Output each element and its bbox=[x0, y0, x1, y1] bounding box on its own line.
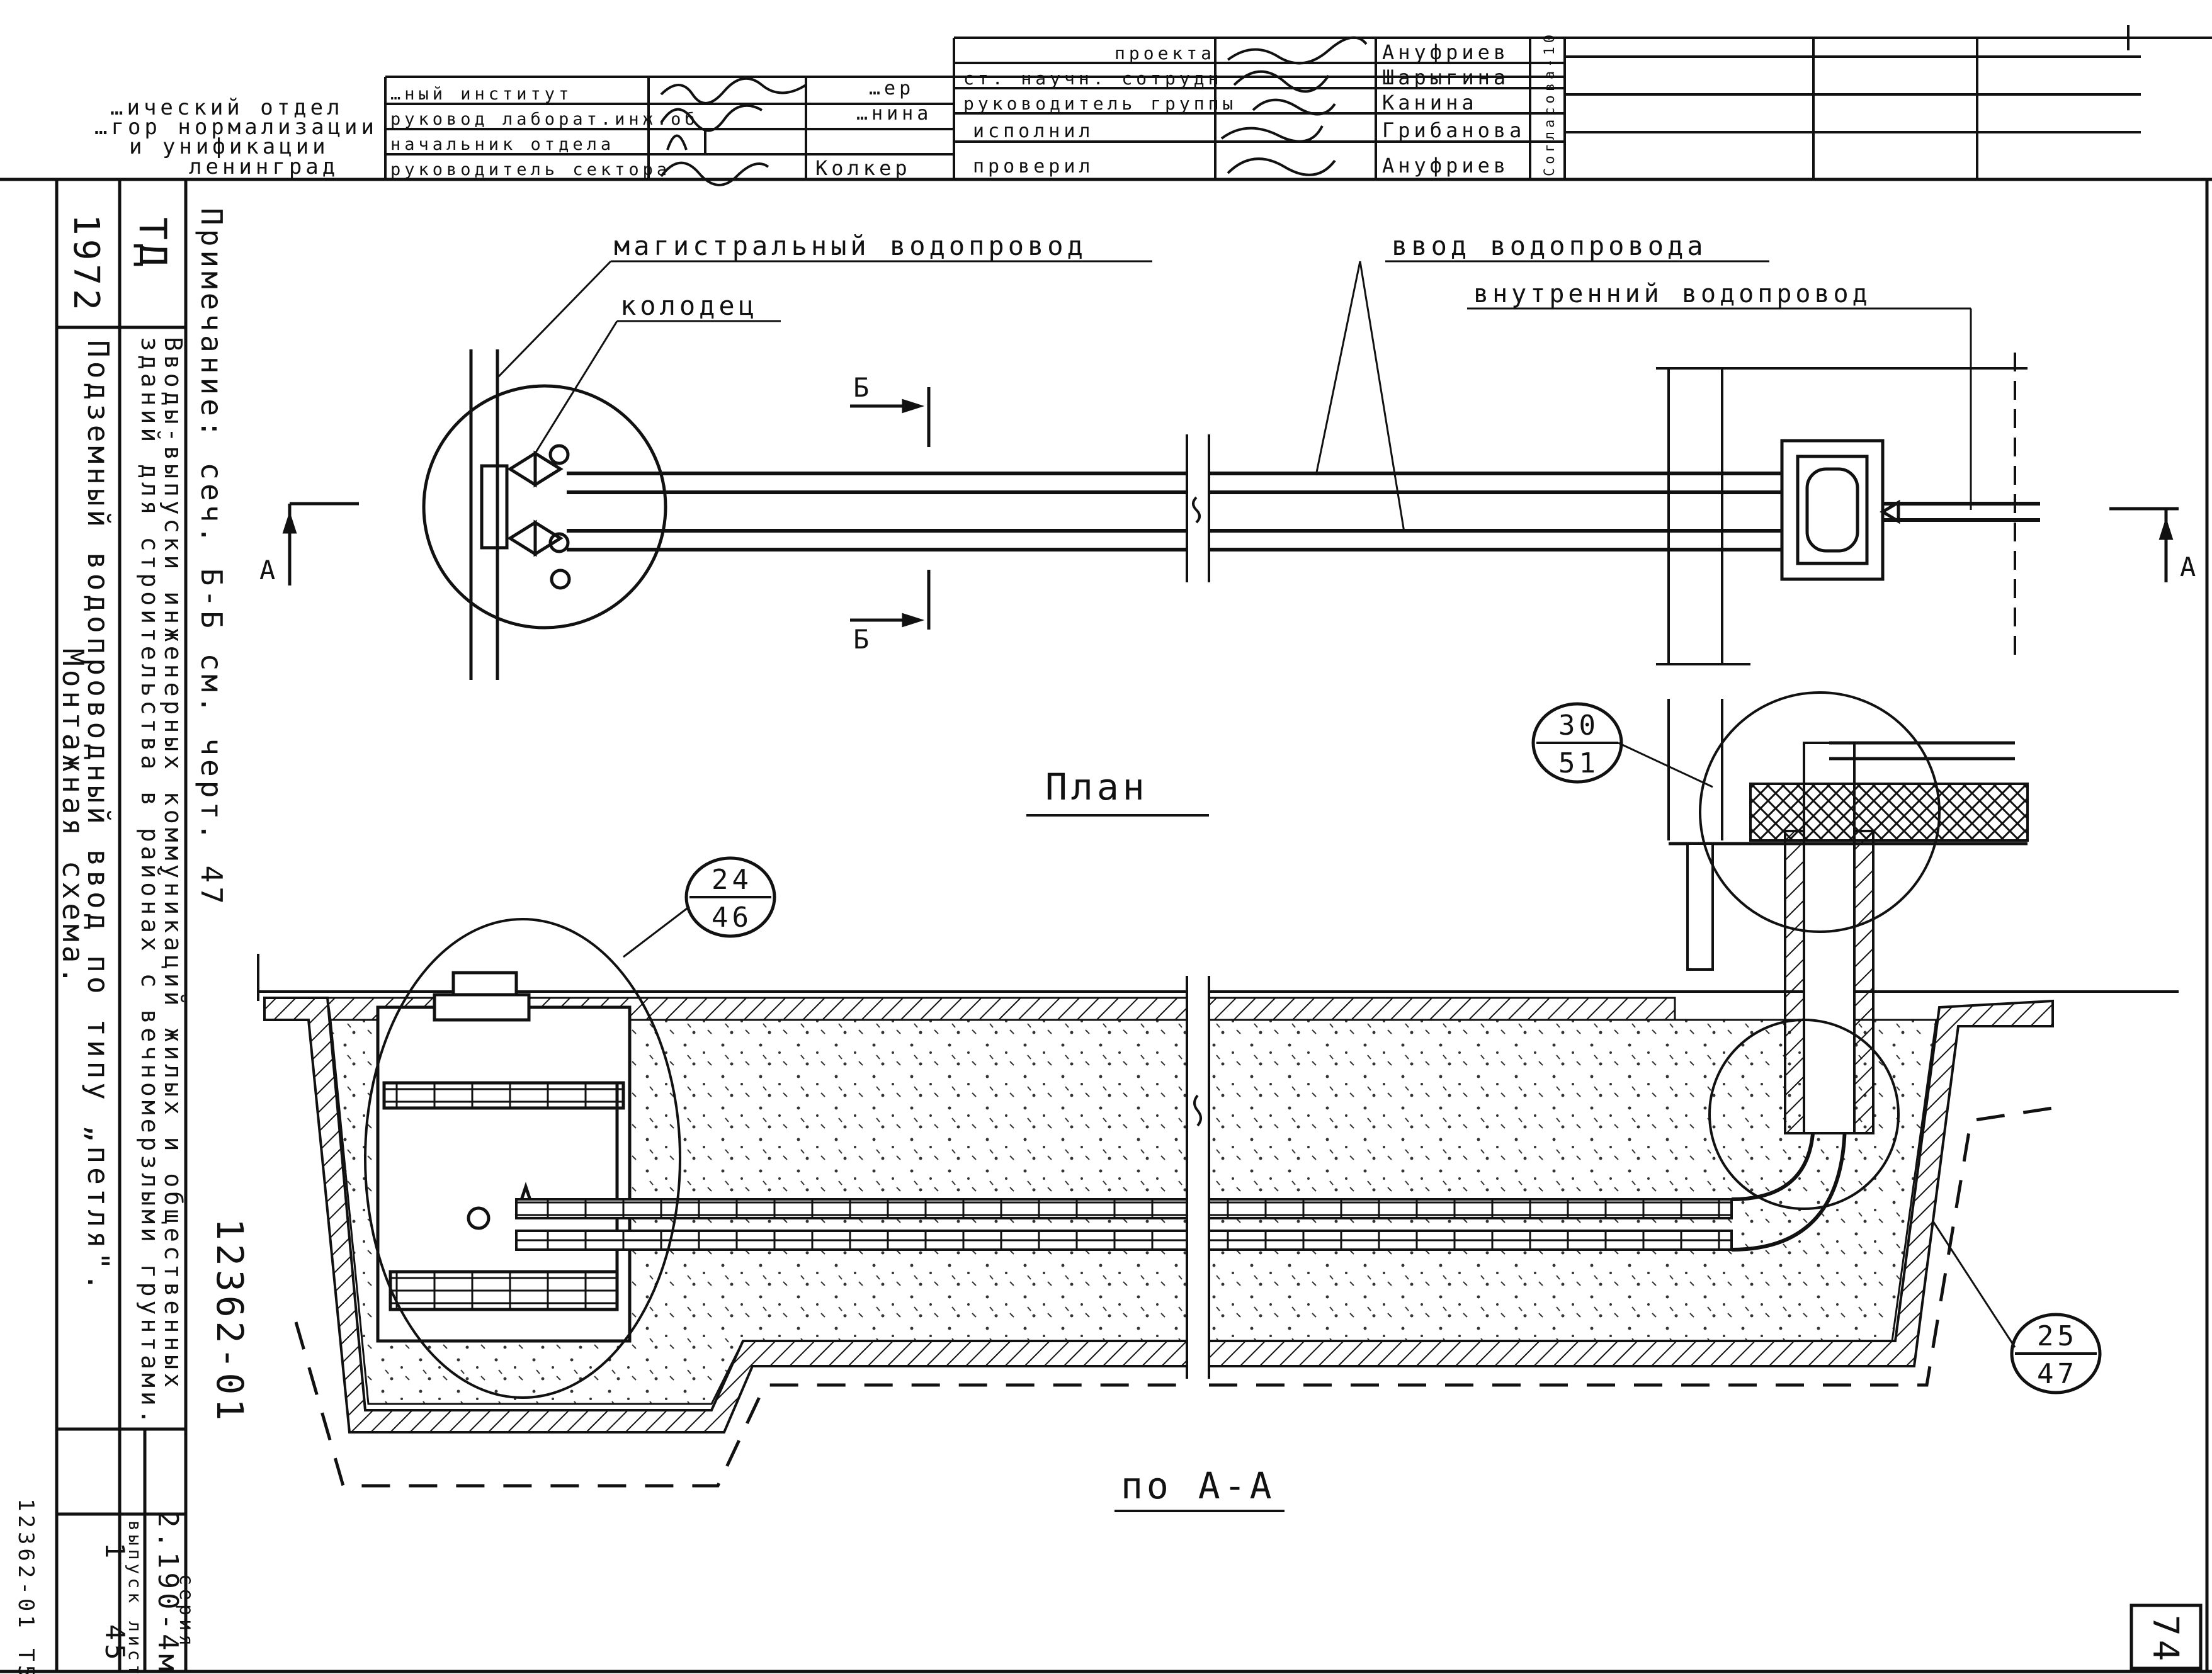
label-well: колодец bbox=[620, 290, 758, 321]
callout-25-47-den: 47 bbox=[2037, 1358, 2078, 1390]
plan-view: А А Б Б bbox=[259, 230, 2199, 817]
agreed-label: Согласова-10 bbox=[1542, 31, 1558, 176]
series-label: серия bbox=[175, 1574, 197, 1649]
callout-30-51: 30 51 bbox=[1531, 702, 1713, 788]
well-section bbox=[376, 971, 632, 1343]
page-number-box: 74 bbox=[2130, 1603, 2203, 1670]
inlet-pipes-plan bbox=[567, 472, 2040, 551]
trench-insulation-right bbox=[1208, 999, 2054, 1367]
well-circle bbox=[422, 384, 667, 630]
section-a-left bbox=[282, 502, 359, 585]
building-slab bbox=[1667, 699, 2029, 971]
issue-value: 1 bbox=[99, 1542, 130, 1562]
issue-label: выпуск bbox=[125, 1520, 145, 1607]
role-lab-head: руковод лаборат.инж.об bbox=[390, 110, 699, 129]
callout-30-51-den: 51 bbox=[1558, 747, 1599, 779]
org-line-2: …гор нормализации bbox=[94, 115, 378, 140]
callout-24-46-den: 46 bbox=[712, 902, 752, 934]
title-line-1: Вводы-выпуски инженерных коммуникаций жи… bbox=[159, 337, 187, 1391]
role-researcher: ст. научн. сотрудн bbox=[963, 68, 1222, 89]
section-b-label-bottom: Б bbox=[853, 624, 873, 655]
section-a-label-right: А bbox=[2180, 551, 2199, 582]
building-walls-plan bbox=[1656, 353, 2028, 665]
name-sharygina: Шарыгина bbox=[1382, 65, 1509, 89]
section-b-label-top: Б bbox=[853, 372, 873, 403]
section-a-right bbox=[2109, 507, 2179, 582]
name-kanina: Канина bbox=[1382, 91, 1478, 115]
section-title: по А-А bbox=[1121, 1464, 1276, 1507]
role-dept-head: начальник отдела bbox=[390, 135, 615, 154]
note: Примечание: сеч. Б-Б см. черт. 47 bbox=[195, 208, 229, 908]
org-line-3: и унификации bbox=[129, 134, 329, 159]
section-a-label-left: А bbox=[259, 555, 279, 585]
signatures bbox=[660, 36, 1368, 186]
plan-title: План bbox=[1045, 766, 1149, 808]
break-lines-plan bbox=[1186, 434, 1210, 582]
name-anufriev-1: Ануфриев bbox=[1382, 40, 1509, 64]
edge-code: 12362-01 Т5 bbox=[13, 1498, 38, 1674]
left-title-strip: 1972 ТД Вводы-выпуски инженерных коммуни… bbox=[13, 179, 197, 1674]
role-project: проекта bbox=[1115, 43, 1215, 64]
ground-surface-hatch-right bbox=[1208, 997, 1676, 1021]
td-label: ТД bbox=[130, 217, 174, 270]
inlet-chamber bbox=[1780, 439, 1900, 581]
role-group-head: руководитель группы bbox=[963, 93, 1237, 114]
subtitle-line-2: Монтажная схема. bbox=[56, 648, 90, 988]
name-gribanova: Грибанова bbox=[1382, 118, 1525, 142]
left-name-4: Колкер bbox=[815, 156, 911, 180]
role-institute: …ный институт bbox=[390, 84, 572, 104]
label-internal-pipe: внутренний водопровод bbox=[1473, 280, 1871, 308]
role-executed: исполнил bbox=[973, 120, 1094, 142]
page-number: 74 bbox=[2145, 1615, 2186, 1665]
name-anufriev-2: Ануфриев bbox=[1382, 154, 1509, 178]
label-water-inlet: ввод водопровода bbox=[1392, 230, 1707, 261]
role-checked: проверил bbox=[973, 156, 1094, 178]
series-value: 2.190-4м bbox=[152, 1511, 184, 1674]
section-b-bottom bbox=[850, 570, 931, 630]
org-line-1: …ический отдел bbox=[110, 95, 344, 120]
sheet-value: 45 bbox=[99, 1624, 130, 1664]
callout-24-46-num: 24 bbox=[712, 864, 752, 896]
title-block: …ический отдел …гор нормализации и унифи… bbox=[94, 25, 2212, 186]
left-name-2: …нина bbox=[856, 103, 932, 125]
callout-24-46: 24 46 bbox=[623, 856, 776, 958]
main-pipe bbox=[469, 349, 499, 680]
section-b-top bbox=[850, 387, 931, 447]
section-view: 30 51 24 46 25 47 по А-А bbox=[257, 691, 2179, 1512]
sheet-frame bbox=[0, 178, 2212, 1673]
callout-25-47: 25 47 bbox=[1932, 1221, 2102, 1394]
callout-30-51-num: 30 bbox=[1558, 710, 1599, 742]
callout-25-47-num: 25 bbox=[2037, 1320, 2078, 1352]
label-main-pipe: магистральный водопровод bbox=[614, 230, 1087, 261]
break-lines-section bbox=[1186, 976, 1210, 1379]
org-line-4: ленинград bbox=[189, 154, 339, 179]
title-line-2: зданий для строительства в районах с веч… bbox=[136, 337, 164, 1428]
sheet-label: лист bbox=[125, 1621, 145, 1674]
subtitle-line-1: Подземный водопроводный ввод по типу „пе… bbox=[81, 340, 115, 1294]
plan-leaders bbox=[496, 260, 1972, 533]
left-name-1: …ер bbox=[869, 77, 914, 99]
well-valves bbox=[480, 444, 571, 590]
role-sector-head: руководитель сектора bbox=[390, 160, 671, 179]
stamp-number: 12362-01 bbox=[208, 1218, 251, 1424]
detail-circles bbox=[364, 691, 1941, 1399]
frost-boundary bbox=[294, 1106, 2053, 1488]
ground-line bbox=[257, 954, 2179, 1001]
year: 1972 bbox=[65, 214, 106, 314]
